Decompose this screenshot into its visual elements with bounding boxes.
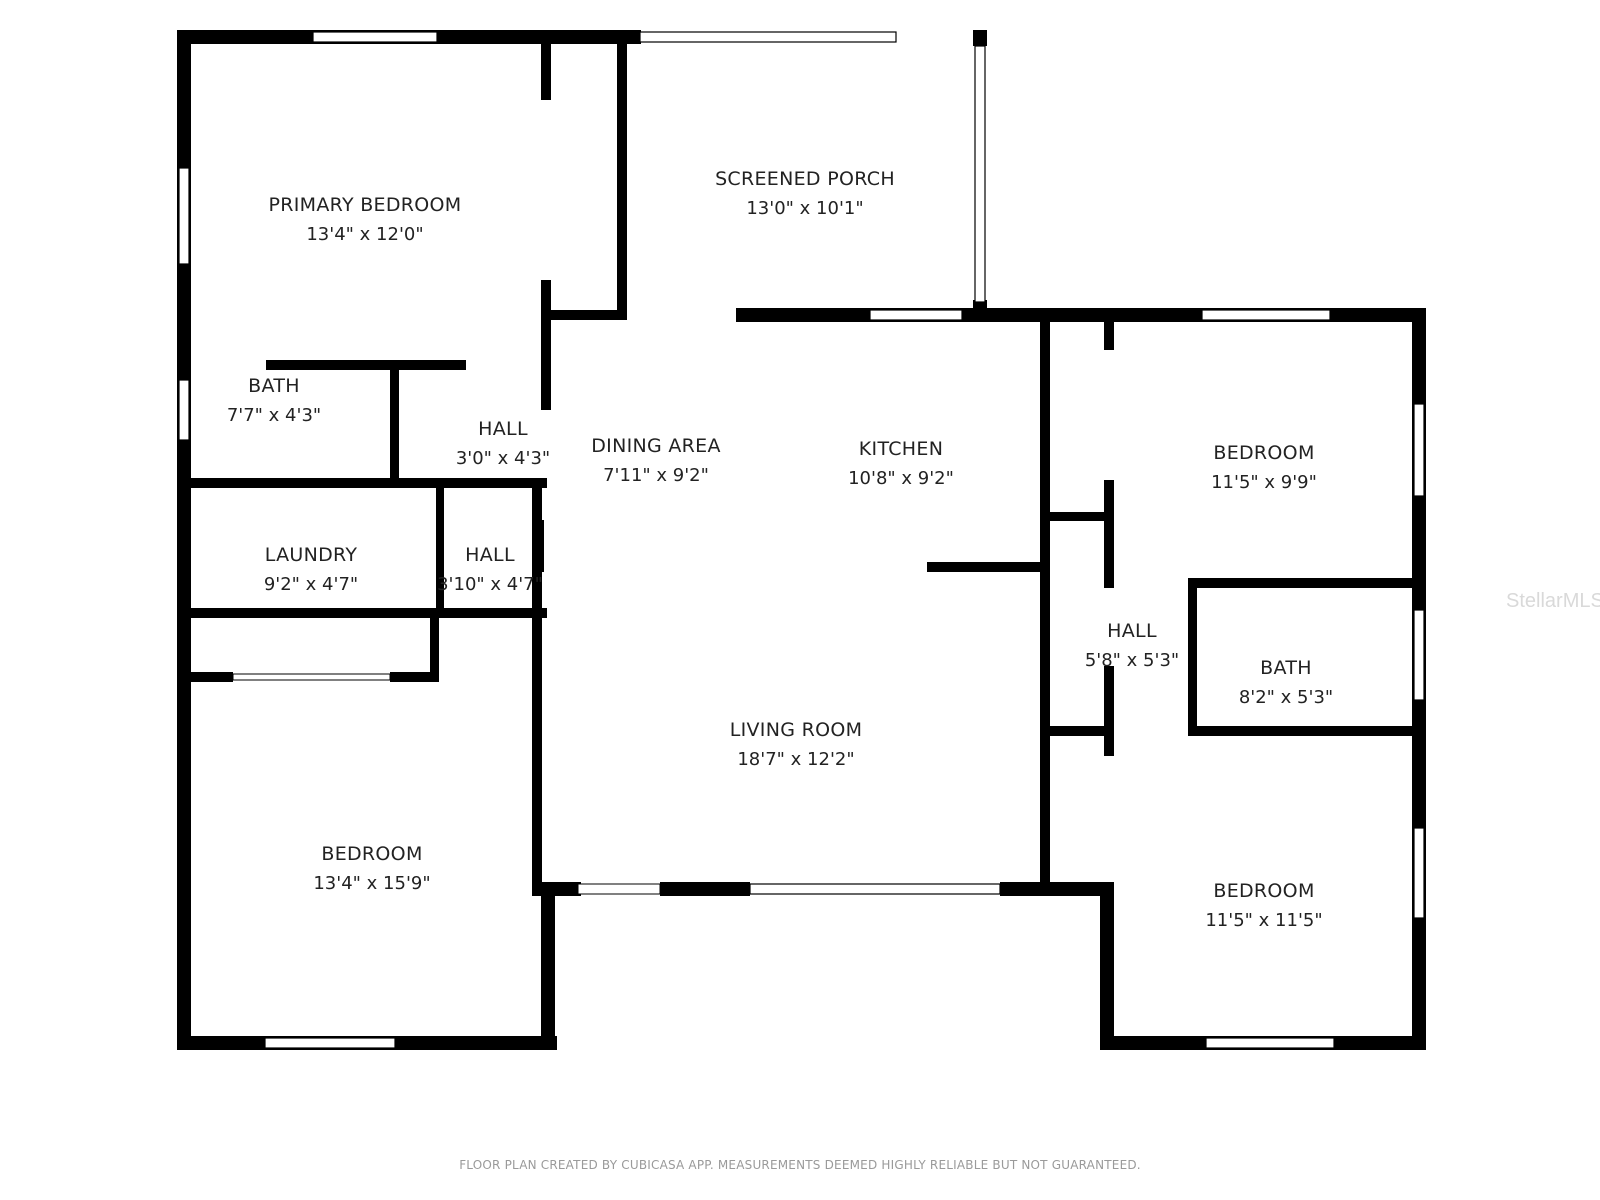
room-dim-dining-area: 7'11" x 9'2" bbox=[603, 465, 709, 486]
room-dim-hall-2: 3'10" x 4'7" bbox=[437, 574, 543, 595]
room-label-kitchen: KITCHEN bbox=[859, 438, 943, 460]
room-label-hall-2: HALL bbox=[465, 544, 515, 566]
wall bbox=[1100, 882, 1114, 1050]
room-dim-bedroom-2: 11'5" x 9'9" bbox=[1211, 472, 1317, 493]
room-dim-primary-bedroom: 13'4" x 12'0" bbox=[306, 224, 423, 245]
wall bbox=[390, 365, 399, 483]
wall bbox=[436, 478, 444, 614]
room-dim-living-room: 18'7" x 12'2" bbox=[737, 749, 854, 770]
wall bbox=[1040, 666, 1050, 892]
room-dim-bedroom-3: 13'4" x 15'9" bbox=[313, 873, 430, 894]
watermark: StellarMLS bbox=[1506, 590, 1600, 612]
wall bbox=[177, 30, 191, 1050]
wall bbox=[617, 44, 627, 310]
window bbox=[1201, 309, 1331, 321]
window bbox=[974, 45, 986, 303]
wall bbox=[541, 882, 581, 896]
wall bbox=[1000, 882, 1114, 896]
window bbox=[1413, 403, 1425, 497]
room-label-bedroom-2: BEDROOM bbox=[1213, 442, 1314, 464]
wall bbox=[973, 300, 987, 322]
wall bbox=[1188, 578, 1197, 736]
room-label-bath-1: BATH bbox=[248, 375, 300, 397]
wall bbox=[1104, 320, 1114, 350]
wall bbox=[430, 608, 439, 682]
wall bbox=[541, 280, 551, 316]
footer-note: FLOOR PLAN CREATED BY CUBICASA APP. MEAS… bbox=[459, 1158, 1141, 1172]
room-label-hall-3: HALL bbox=[1107, 620, 1157, 642]
room-dim-bath-1: 7'7" x 4'3" bbox=[227, 405, 321, 426]
room-label-screened-porch: SCREENED PORCH bbox=[715, 168, 895, 190]
room-dim-bedroom-4: 11'5" x 11'5" bbox=[1205, 910, 1322, 931]
wall bbox=[541, 44, 551, 100]
wall bbox=[532, 478, 542, 896]
room-label-bath-2: BATH bbox=[1260, 657, 1312, 679]
window bbox=[312, 31, 438, 43]
room-dim-screened-porch: 13'0" x 10'1" bbox=[746, 198, 863, 219]
room-label-hall-1: HALL bbox=[478, 418, 528, 440]
wall bbox=[1188, 578, 1426, 588]
wall bbox=[1104, 480, 1114, 588]
window bbox=[264, 1037, 396, 1049]
wall bbox=[541, 310, 627, 320]
room-label-dining-area: DINING AREA bbox=[591, 435, 721, 457]
wall bbox=[177, 478, 547, 488]
room-label-living-room: LIVING ROOM bbox=[730, 719, 863, 741]
door-opening bbox=[232, 673, 391, 681]
room-label-bedroom-4: BEDROOM bbox=[1213, 880, 1314, 902]
window bbox=[1413, 609, 1425, 701]
room-labels: PRIMARY BEDROOM 13'4" x 12'0" SCREENED P… bbox=[227, 168, 1333, 931]
wall bbox=[1104, 666, 1114, 756]
wall bbox=[1188, 726, 1426, 736]
room-dim-bath-2: 8'2" x 5'3" bbox=[1239, 687, 1333, 708]
wall bbox=[617, 30, 641, 44]
wall bbox=[660, 882, 750, 896]
wall bbox=[532, 520, 544, 572]
wall bbox=[973, 30, 987, 46]
wall bbox=[1040, 512, 1114, 521]
room-dim-kitchen: 10'8" x 9'2" bbox=[848, 468, 954, 489]
room-label-primary-bedroom: PRIMARY BEDROOM bbox=[269, 194, 462, 216]
windows bbox=[178, 31, 1425, 1049]
door-opening bbox=[577, 883, 661, 895]
wall bbox=[927, 562, 1047, 572]
openings bbox=[232, 673, 661, 895]
wall bbox=[541, 310, 551, 410]
window bbox=[178, 167, 190, 265]
window bbox=[639, 31, 897, 43]
room-label-laundry: LAUNDRY bbox=[265, 544, 358, 566]
window bbox=[1413, 827, 1425, 919]
room-dim-laundry: 9'2" x 4'7" bbox=[264, 574, 358, 595]
wall bbox=[177, 672, 233, 682]
window bbox=[749, 883, 1001, 895]
wall bbox=[541, 890, 555, 1050]
room-dim-hall-1: 3'0" x 4'3" bbox=[456, 448, 550, 469]
room-label-bedroom-3: BEDROOM bbox=[321, 843, 422, 865]
wall bbox=[390, 672, 438, 682]
window bbox=[869, 309, 963, 321]
window bbox=[178, 379, 190, 441]
room-dim-hall-3: 5'8" x 5'3" bbox=[1085, 650, 1179, 671]
window bbox=[1205, 1037, 1335, 1049]
wall bbox=[1040, 320, 1050, 892]
wall bbox=[1040, 726, 1114, 736]
wall bbox=[177, 608, 547, 618]
wall bbox=[266, 360, 466, 370]
